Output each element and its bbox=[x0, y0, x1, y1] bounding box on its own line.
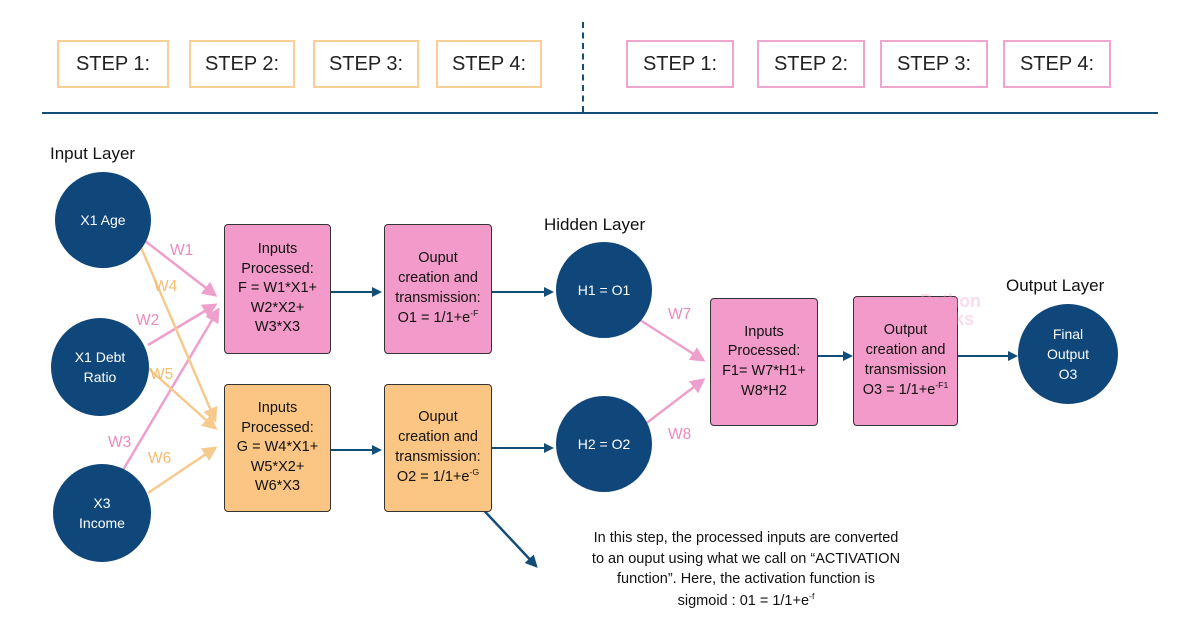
output-box-o2: Ouput creation and transmission: O2 = 1/… bbox=[384, 384, 492, 512]
box-line: Inputs bbox=[257, 241, 298, 258]
box-line: O2 = 1/1+e bbox=[396, 468, 470, 485]
step-box-left-4: STEP 4: bbox=[436, 40, 542, 88]
watermark-text: Python bbox=[920, 291, 981, 311]
exponent: -F1 bbox=[935, 380, 949, 391]
process-box-f: Inputs Processed: F = W1*X1+ W2*X2+ W3*X… bbox=[224, 224, 331, 354]
step-box-right-3: STEP 3: bbox=[880, 40, 988, 88]
exponent: -F bbox=[470, 308, 479, 319]
weight-label-w8: W8 bbox=[668, 426, 692, 443]
box-line: creation and bbox=[398, 429, 478, 446]
node-label: Output bbox=[1046, 345, 1090, 362]
step-label: STEP 1: bbox=[642, 52, 718, 75]
node-label: Ratio bbox=[83, 369, 117, 385]
box-line: creation and bbox=[865, 342, 946, 359]
box-line: G = W4*X1+ bbox=[236, 439, 319, 456]
edge-w1 bbox=[139, 236, 218, 297]
header-divider-line bbox=[42, 112, 1158, 114]
box-line: W3*X3 bbox=[254, 319, 301, 336]
box-line: O3 = 1/1+e bbox=[862, 381, 936, 398]
weight-label-w6: W6 bbox=[148, 450, 172, 467]
weight-label-w5: W5 bbox=[150, 366, 174, 383]
step-box-left-3: STEP 3: bbox=[313, 40, 419, 88]
note-line: to an ouput using what we call on “ACTIV… bbox=[591, 550, 901, 567]
weight-label-w2: W2 bbox=[136, 312, 160, 329]
note-line: In this step, the processed inputs are c… bbox=[593, 530, 899, 546]
box-line: Processed: bbox=[727, 343, 801, 360]
step-box-right-1: STEP 1: bbox=[626, 40, 734, 88]
node-label: X3 bbox=[93, 494, 111, 511]
node-label: Income bbox=[79, 515, 125, 531]
node-label: H2 = O2 bbox=[577, 435, 631, 452]
note-line: function”. Here, the activation function… bbox=[617, 571, 875, 588]
note-line: sigmoid : 01 = 1/1+e bbox=[677, 592, 810, 609]
box-line: creation and bbox=[398, 270, 478, 287]
box-line: W2*X2+ bbox=[250, 299, 305, 316]
hidden-node-h2: H2 = O2 bbox=[556, 396, 652, 492]
watermark-text: Geeks bbox=[920, 309, 975, 329]
exponent: -G bbox=[469, 467, 480, 478]
hidden-layer-title: Hidden Layer bbox=[544, 215, 646, 234]
process-box-f1: Inputs Processed: F1= W7*H1+ W8*H2 bbox=[710, 298, 818, 426]
box-line: F1= W7*H1+ bbox=[722, 363, 806, 379]
box-line: W6*X3 bbox=[254, 478, 301, 495]
node-label: H1 = O1 bbox=[577, 281, 631, 298]
edge-w5 bbox=[147, 367, 218, 431]
exponent: -f bbox=[809, 590, 815, 601]
box-line: O1 = 1/1+e bbox=[397, 309, 471, 326]
edge-w3 bbox=[121, 307, 220, 471]
activation-note: In this step, the processed inputs are c… bbox=[546, 528, 946, 611]
step-label: STEP 3: bbox=[328, 52, 404, 75]
node-label: O3 bbox=[1058, 366, 1078, 383]
step-box-left-1: STEP 1: bbox=[57, 40, 169, 88]
node-label: Final bbox=[1052, 325, 1084, 342]
box-line: Inputs bbox=[257, 400, 298, 417]
box-line: transmission: bbox=[395, 448, 481, 465]
step-label: STEP 4: bbox=[451, 52, 527, 75]
step-box-left-2: STEP 2: bbox=[189, 40, 295, 88]
step-label: STEP 4: bbox=[1019, 52, 1095, 75]
final-output-node: Final Output O3 bbox=[1018, 304, 1118, 404]
output-box-o1: Ouput creation and transmission: O1 = 1/… bbox=[384, 224, 492, 354]
weight-label-w7: W7 bbox=[668, 306, 692, 323]
edge-w6 bbox=[147, 446, 218, 495]
node-label: X1 Debt bbox=[74, 348, 126, 365]
box-line: Processed: bbox=[241, 260, 314, 277]
output-box-o3: Output creation and transmission O3 = 1/… bbox=[853, 296, 958, 426]
process-box-g: Inputs Processed: G = W4*X1+ W5*X2+ W6*X… bbox=[224, 384, 331, 512]
box-line: F = W1*X1+ bbox=[238, 280, 317, 297]
box-line: Processed: bbox=[241, 419, 314, 436]
watermark-logo: Python Geeks bbox=[876, 292, 981, 328]
box-line: Inputs bbox=[744, 323, 784, 340]
weight-label-w4: W4 bbox=[154, 278, 178, 295]
box-line: Ouput bbox=[418, 409, 458, 426]
step-box-right-2: STEP 2: bbox=[757, 40, 865, 88]
box-line: transmission bbox=[864, 361, 947, 378]
box-line: W8*H2 bbox=[741, 382, 787, 399]
node-label: X1 Age bbox=[80, 211, 126, 228]
weight-label-w3: W3 bbox=[108, 434, 132, 451]
edge-w8 bbox=[639, 378, 706, 429]
step-label: STEP 2: bbox=[204, 52, 280, 75]
box-line: W5*X2+ bbox=[250, 458, 305, 475]
input-node-x1-age: X1 Age bbox=[55, 172, 151, 268]
output-layer-title: Output Layer bbox=[1006, 276, 1105, 295]
edge-w2 bbox=[147, 303, 218, 347]
input-node-x1-debt-ratio: X1 Debt Ratio bbox=[51, 318, 149, 416]
step-label: STEP 3: bbox=[896, 52, 972, 75]
hidden-node-h1: H1 = O1 bbox=[556, 242, 652, 338]
step-label: STEP 2: bbox=[773, 52, 849, 75]
weight-label-w1: W1 bbox=[170, 242, 194, 259]
input-node-x3-income: X3 Income bbox=[53, 464, 151, 562]
box-line: transmission: bbox=[395, 289, 481, 306]
box-line: Ouput bbox=[418, 250, 458, 267]
input-layer-title: Input Layer bbox=[50, 144, 136, 163]
step-label: STEP 1: bbox=[75, 52, 151, 75]
step-box-right-4: STEP 4: bbox=[1003, 40, 1111, 88]
section-divider-dashed bbox=[582, 22, 584, 112]
box-line: Output bbox=[883, 322, 928, 339]
edge-w4 bbox=[138, 244, 218, 423]
edge-w7 bbox=[639, 318, 706, 362]
